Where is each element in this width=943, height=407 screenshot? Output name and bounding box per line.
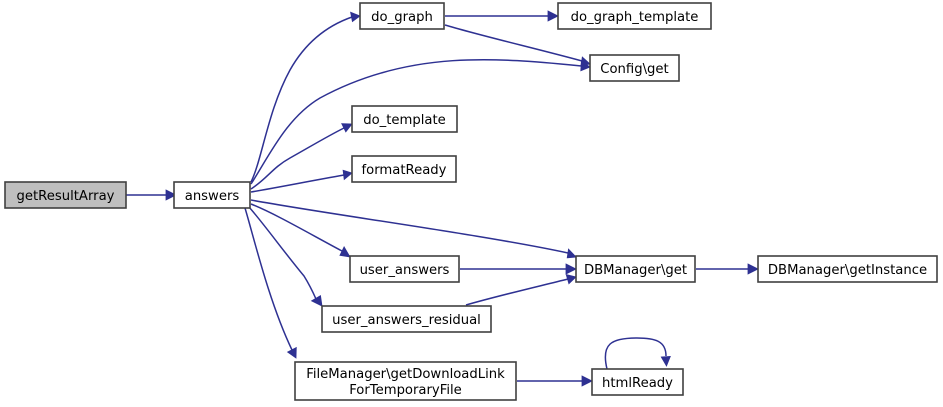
- arrowhead-icon: [342, 169, 353, 181]
- node-formatReady[interactable]: formatReady: [351, 155, 457, 183]
- node-FileManager_getDownloadLinkForTemporaryFile[interactable]: FileManager\getDownloadLinkForTemporaryF…: [294, 361, 517, 401]
- edge-line: [604, 337, 667, 370]
- node-label: user_answers_residual: [332, 313, 481, 328]
- arrowhead-icon: [660, 355, 671, 367]
- edge-FileManager_getDownloadLinkForTemporaryFile-to-htmlReady: [517, 375, 593, 387]
- arrowhead-icon: [566, 248, 577, 259]
- node-box[interactable]: [351, 105, 458, 133]
- edge-htmlReady-to-htmlReady: [604, 337, 671, 370]
- arrowhead-icon: [339, 246, 351, 258]
- node-label: DBManager\getInstance: [768, 263, 927, 278]
- arrowhead-icon: [310, 294, 323, 307]
- edge-do_graph-to-do_graph_template: [445, 10, 559, 22]
- node-box[interactable]: [349, 255, 460, 283]
- edge-DBManager_get-to-DBManager_getInstance: [696, 263, 759, 275]
- node-user_answers_residual[interactable]: user_answers_residual: [321, 305, 492, 333]
- node-label: htmlReady: [602, 376, 673, 391]
- edge-answers-to-DBManager_get: [250, 199, 577, 259]
- node-box[interactable]: [4, 181, 127, 209]
- edge-answers-to-user_answers: [250, 203, 351, 258]
- node-label: FileManager\getDownloadLink: [306, 367, 505, 382]
- node-box[interactable]: [294, 361, 517, 401]
- edge-line: [250, 127, 345, 190]
- edge-answers-to-do_graph: [250, 11, 361, 183]
- node-label: do_template: [363, 113, 446, 128]
- arrowhead-icon: [350, 11, 361, 23]
- edge-answers-to-do_template: [250, 123, 353, 190]
- edge-line: [244, 207, 293, 351]
- node-label: answers: [185, 189, 240, 204]
- edge-answers-to-FileManager_getDownloadLinkForTemporaryFile: [244, 207, 297, 359]
- edge-line: [250, 199, 569, 254]
- edge-line: [465, 278, 569, 306]
- node-Config_get[interactable]: Config\get: [589, 54, 680, 82]
- node-label: getResultArray: [17, 189, 115, 204]
- edge-do_graph-to-Config_get: [444, 24, 591, 67]
- node-label: do_graph: [371, 10, 433, 25]
- arrowhead-icon: [165, 189, 177, 201]
- arrowhead-icon: [747, 263, 759, 275]
- node-do_graph_template[interactable]: do_graph_template: [557, 2, 712, 30]
- arrowhead-icon: [565, 263, 577, 275]
- arrowhead-icon: [341, 123, 353, 133]
- arrowhead-icon: [581, 375, 593, 387]
- edge-line: [248, 206, 317, 300]
- edges-layer: [126, 10, 759, 387]
- node-label: user_answers: [360, 263, 450, 278]
- arrowhead-icon: [580, 56, 591, 67]
- edge-line: [250, 16, 353, 183]
- node-htmlReady[interactable]: htmlReady: [591, 368, 684, 396]
- edge-user_answers_residual-to-DBManager_get: [465, 273, 577, 306]
- node-box[interactable]: [359, 2, 445, 30]
- node-box[interactable]: [321, 305, 492, 333]
- node-do_graph[interactable]: do_graph: [359, 2, 445, 30]
- node-label: ForTemporaryFile: [349, 383, 462, 398]
- node-label: formatReady: [362, 163, 447, 178]
- edge-getResultArray-to-answers: [126, 189, 177, 201]
- node-DBManager_getInstance[interactable]: DBManager\getInstance: [757, 255, 938, 283]
- edge-line: [250, 58, 583, 185]
- node-label: DBManager\get: [584, 263, 687, 278]
- node-box[interactable]: [589, 54, 680, 82]
- node-label: Config\get: [600, 62, 668, 77]
- edge-line: [250, 174, 345, 193]
- node-getResultArray[interactable]: getResultArray: [4, 181, 127, 209]
- edge-line: [250, 203, 343, 252]
- node-box[interactable]: [575, 255, 696, 283]
- arrowhead-icon: [547, 10, 559, 22]
- node-box[interactable]: [173, 181, 251, 209]
- node-box[interactable]: [557, 2, 712, 30]
- edge-user_answers-to-DBManager_get: [460, 263, 577, 275]
- nodes-layer: getResultArray answers do_graph do_graph_te…: [4, 2, 938, 401]
- edge-answers-to-user_answers_residual: [248, 206, 323, 307]
- edge-answers-to-formatReady: [250, 169, 353, 193]
- node-box[interactable]: [351, 155, 457, 183]
- node-user_answers[interactable]: user_answers: [349, 255, 460, 283]
- node-label: do_graph_template: [571, 10, 699, 25]
- node-box[interactable]: [757, 255, 938, 283]
- arrowhead-icon: [565, 273, 577, 285]
- node-do_template[interactable]: do_template: [351, 105, 458, 133]
- node-box[interactable]: [591, 368, 684, 396]
- node-answers[interactable]: answers: [173, 181, 251, 209]
- node-DBManager_get[interactable]: DBManager\get: [575, 255, 696, 283]
- edge-line: [444, 24, 583, 62]
- arrowhead-icon: [286, 346, 297, 359]
